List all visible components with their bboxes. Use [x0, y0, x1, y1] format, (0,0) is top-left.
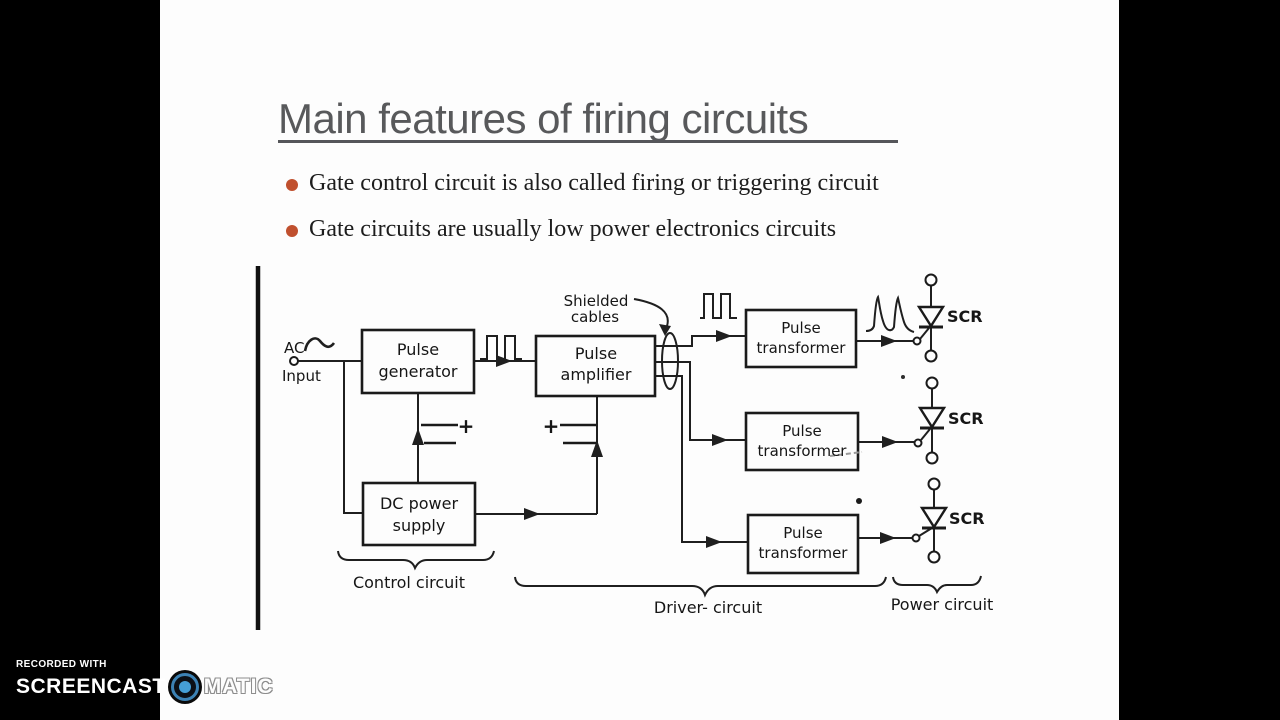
- arrowhead: [882, 436, 898, 448]
- scr1-cathode-terminal: [924, 349, 938, 363]
- bullet-text: Gate control circuit is also called firi…: [309, 170, 879, 196]
- pulse-transformer-1-box: [744, 308, 858, 369]
- scr1-label: SCR: [947, 307, 983, 326]
- scr3-triangle: [919, 506, 949, 530]
- transformer-2-label-1: Pulse: [782, 422, 822, 440]
- arrowhead: [706, 536, 722, 548]
- pulse-generator-label-1: Pulse: [397, 340, 439, 359]
- arrowhead: [881, 335, 897, 347]
- scr1-triangle: [916, 305, 946, 329]
- scr3-label: SCR: [949, 509, 985, 528]
- arrowhead: [524, 508, 540, 520]
- arrowhead: [880, 532, 896, 544]
- ac-label: AC: [284, 339, 304, 357]
- bullet-item-2: Gate circuits are usually low power elec…: [286, 216, 836, 243]
- gen-battery-bars: [421, 423, 458, 445]
- cable-run-3: [655, 375, 748, 543]
- input-label: Input: [282, 367, 321, 385]
- scr1-gate-lead: [919, 327, 930, 340]
- logo-center-dot: [178, 681, 191, 693]
- pulse-generator-label-2: generator: [378, 362, 457, 381]
- square-pulse-waveform-1: [480, 335, 522, 360]
- scr3-anode-terminal: [927, 477, 941, 491]
- transformer-1-label-2: transformer: [757, 339, 847, 357]
- scr2-label: SCR: [948, 409, 984, 428]
- pulse-transformer-3-box: [746, 513, 860, 575]
- pulse-generator-box: [360, 328, 476, 395]
- scan-speck: [901, 375, 905, 379]
- screencast-watermark: RECORDED WITH SCREENCAST MATIC: [16, 659, 274, 701]
- control-circuit-label: Control circuit: [353, 573, 465, 592]
- arrowhead: [412, 428, 424, 445]
- scr3-cathode-terminal: [927, 550, 941, 564]
- pulse-amplifier-label-1: Pulse: [575, 344, 617, 363]
- ac-sine-symbol: [303, 337, 336, 352]
- driver-circuit-brace: [514, 576, 887, 598]
- pulse-amplifier-label-2: amplifier: [561, 365, 632, 384]
- cable-run-1: [655, 335, 746, 347]
- scr1-anode-terminal: [924, 273, 938, 287]
- control-circuit-brace: [337, 550, 495, 571]
- bullet-item-1: Gate control circuit is also called firi…: [286, 170, 879, 197]
- square-pulse-waveform-2: [700, 293, 737, 319]
- pulse-amplifier-box: [534, 334, 657, 398]
- arrowhead: [591, 440, 603, 457]
- bullet-text: Gate circuits are usually low power elec…: [309, 216, 837, 242]
- cable-run-2: [655, 361, 746, 441]
- scr2-gate-terminal: [913, 438, 923, 448]
- recorded-with-label: RECORDED WITH: [16, 659, 107, 670]
- scan-speck: [856, 498, 862, 504]
- pulse-transformer-2-box: [744, 411, 860, 472]
- power-circuit-label: Power circuit: [891, 595, 994, 614]
- scan-smudge: [829, 451, 863, 457]
- transformer-2-label-2: transformer: [758, 442, 848, 460]
- shielded-cables-arrow: [633, 298, 669, 327]
- scr2-cathode-terminal: [925, 451, 939, 465]
- shielded-cable-ellipse: [661, 332, 679, 390]
- transformer-3-label-2: transformer: [759, 544, 849, 562]
- screencast-o-matic-logo-icon: [170, 673, 199, 701]
- bullet-dot-icon: [286, 179, 298, 191]
- arrowhead: [496, 355, 512, 367]
- brand-matic-label: MATIC: [203, 675, 274, 698]
- arrowhead: [712, 434, 728, 446]
- dc-supply-label-2: supply: [393, 516, 446, 535]
- dc-supply-label-1: DC power: [380, 494, 458, 513]
- bullet-dot-icon: [286, 225, 298, 237]
- screencast-o-matic-brand: SCREENCAST MATIC: [16, 673, 274, 701]
- transformer-3-label-1: Pulse: [783, 524, 823, 542]
- shielded-cables-label-2: cables: [571, 308, 619, 326]
- shielded-cables-label-1: Shielded: [564, 292, 629, 310]
- gen-battery-plus: +: [458, 414, 475, 438]
- driver-circuit-label: Driver- circuit: [654, 598, 762, 617]
- scr2-gate-lead: [920, 428, 931, 441]
- scr1-gate-terminal: [912, 336, 922, 346]
- scr3-gate-terminal: [911, 533, 921, 543]
- arrowhead: [716, 330, 732, 342]
- dc-power-supply-box: [361, 481, 477, 547]
- spiky-pulse-waveform: [865, 294, 915, 333]
- amp-battery-plus: +: [543, 414, 560, 438]
- scr2-triangle: [917, 406, 947, 430]
- transformer-1-label-1: Pulse: [781, 319, 821, 337]
- title-underline: [278, 140, 898, 143]
- power-circuit-brace: [892, 575, 982, 595]
- brand-screencast-label: SCREENCAST: [16, 675, 166, 698]
- page-title: Main features of firing circuits: [278, 95, 809, 142]
- ac-terminal: [289, 356, 299, 366]
- ac-branch-wire: [343, 361, 363, 514]
- scr2-anode-terminal: [925, 376, 939, 390]
- shielded-arrowhead: [659, 324, 671, 336]
- amp-battery-bars: [560, 423, 597, 445]
